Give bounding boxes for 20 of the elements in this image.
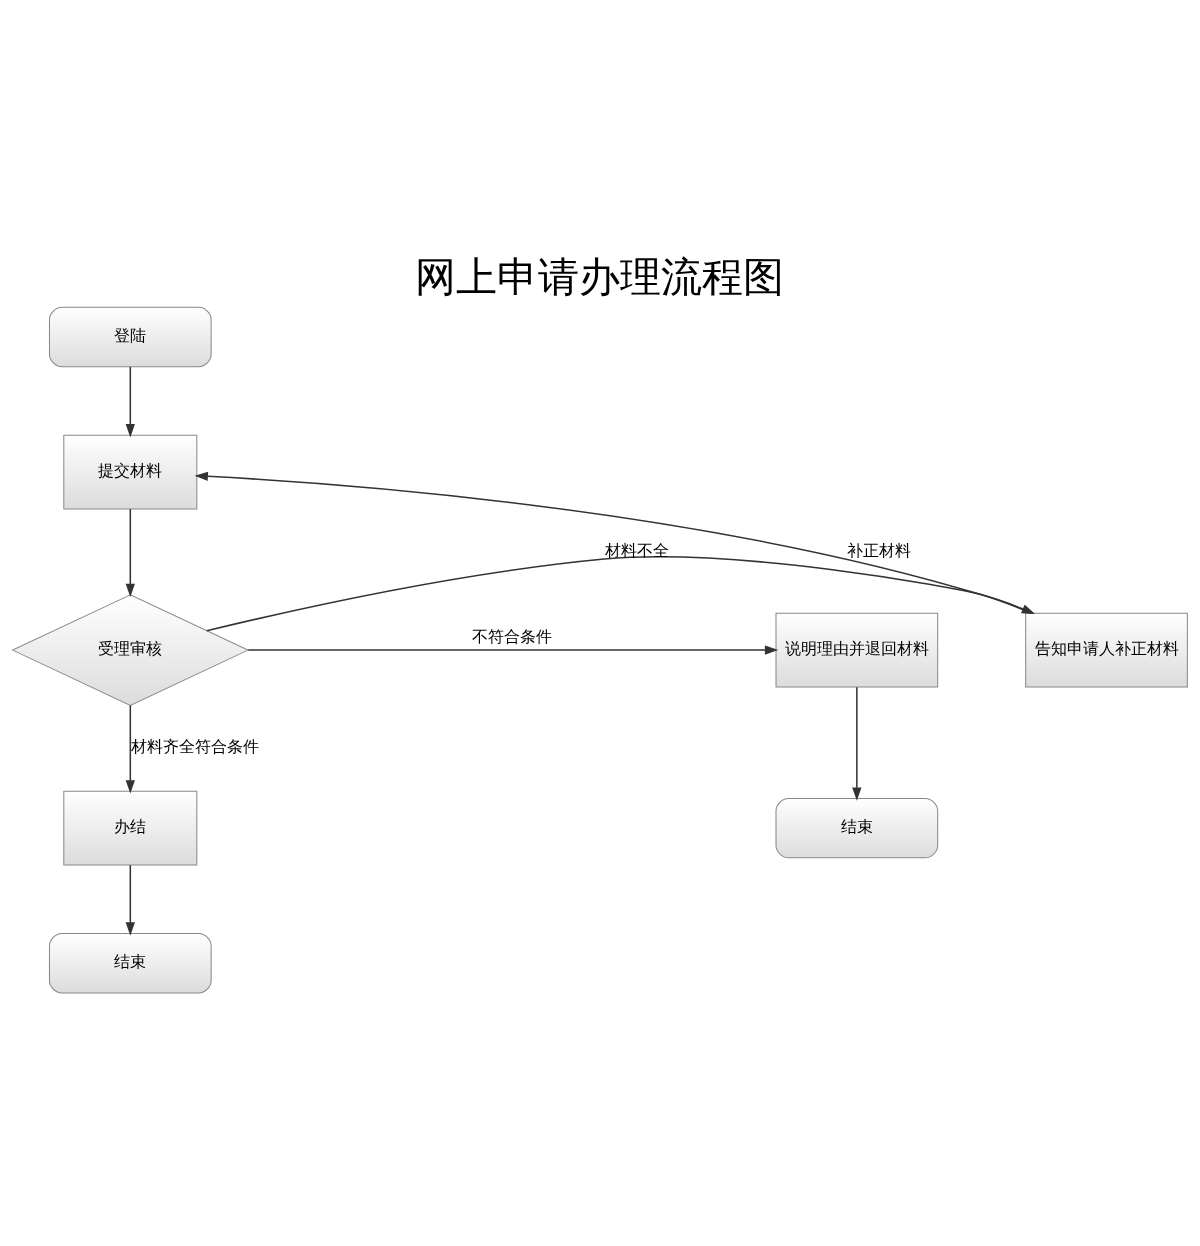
arrow xyxy=(852,685,862,801)
edge-label: 材料齐全符合条件 xyxy=(131,736,260,756)
arrow xyxy=(206,555,1036,631)
node-diamond: 受理审核 xyxy=(11,593,250,706)
node-box: 说明理由并退回材料 xyxy=(775,612,939,687)
edge-label: 材料不全 xyxy=(604,540,669,560)
arrow xyxy=(125,507,135,597)
node-box: 提交材料 xyxy=(63,434,198,509)
node-box: 办结 xyxy=(63,790,198,865)
arrow xyxy=(125,365,135,437)
node-box: 登陆 xyxy=(48,306,212,367)
edge-label: 不符合条件 xyxy=(472,626,552,646)
arrow xyxy=(247,644,779,655)
arrow xyxy=(125,863,135,936)
arrow xyxy=(125,704,135,793)
node-box: 告知申请人补正材料 xyxy=(1025,612,1188,687)
edge-label: 补正材料 xyxy=(847,540,912,560)
diagram-title: 网上申请办理流程图 xyxy=(415,252,785,301)
node-box: 结束 xyxy=(48,932,212,993)
node-box: 结束 xyxy=(775,797,939,858)
